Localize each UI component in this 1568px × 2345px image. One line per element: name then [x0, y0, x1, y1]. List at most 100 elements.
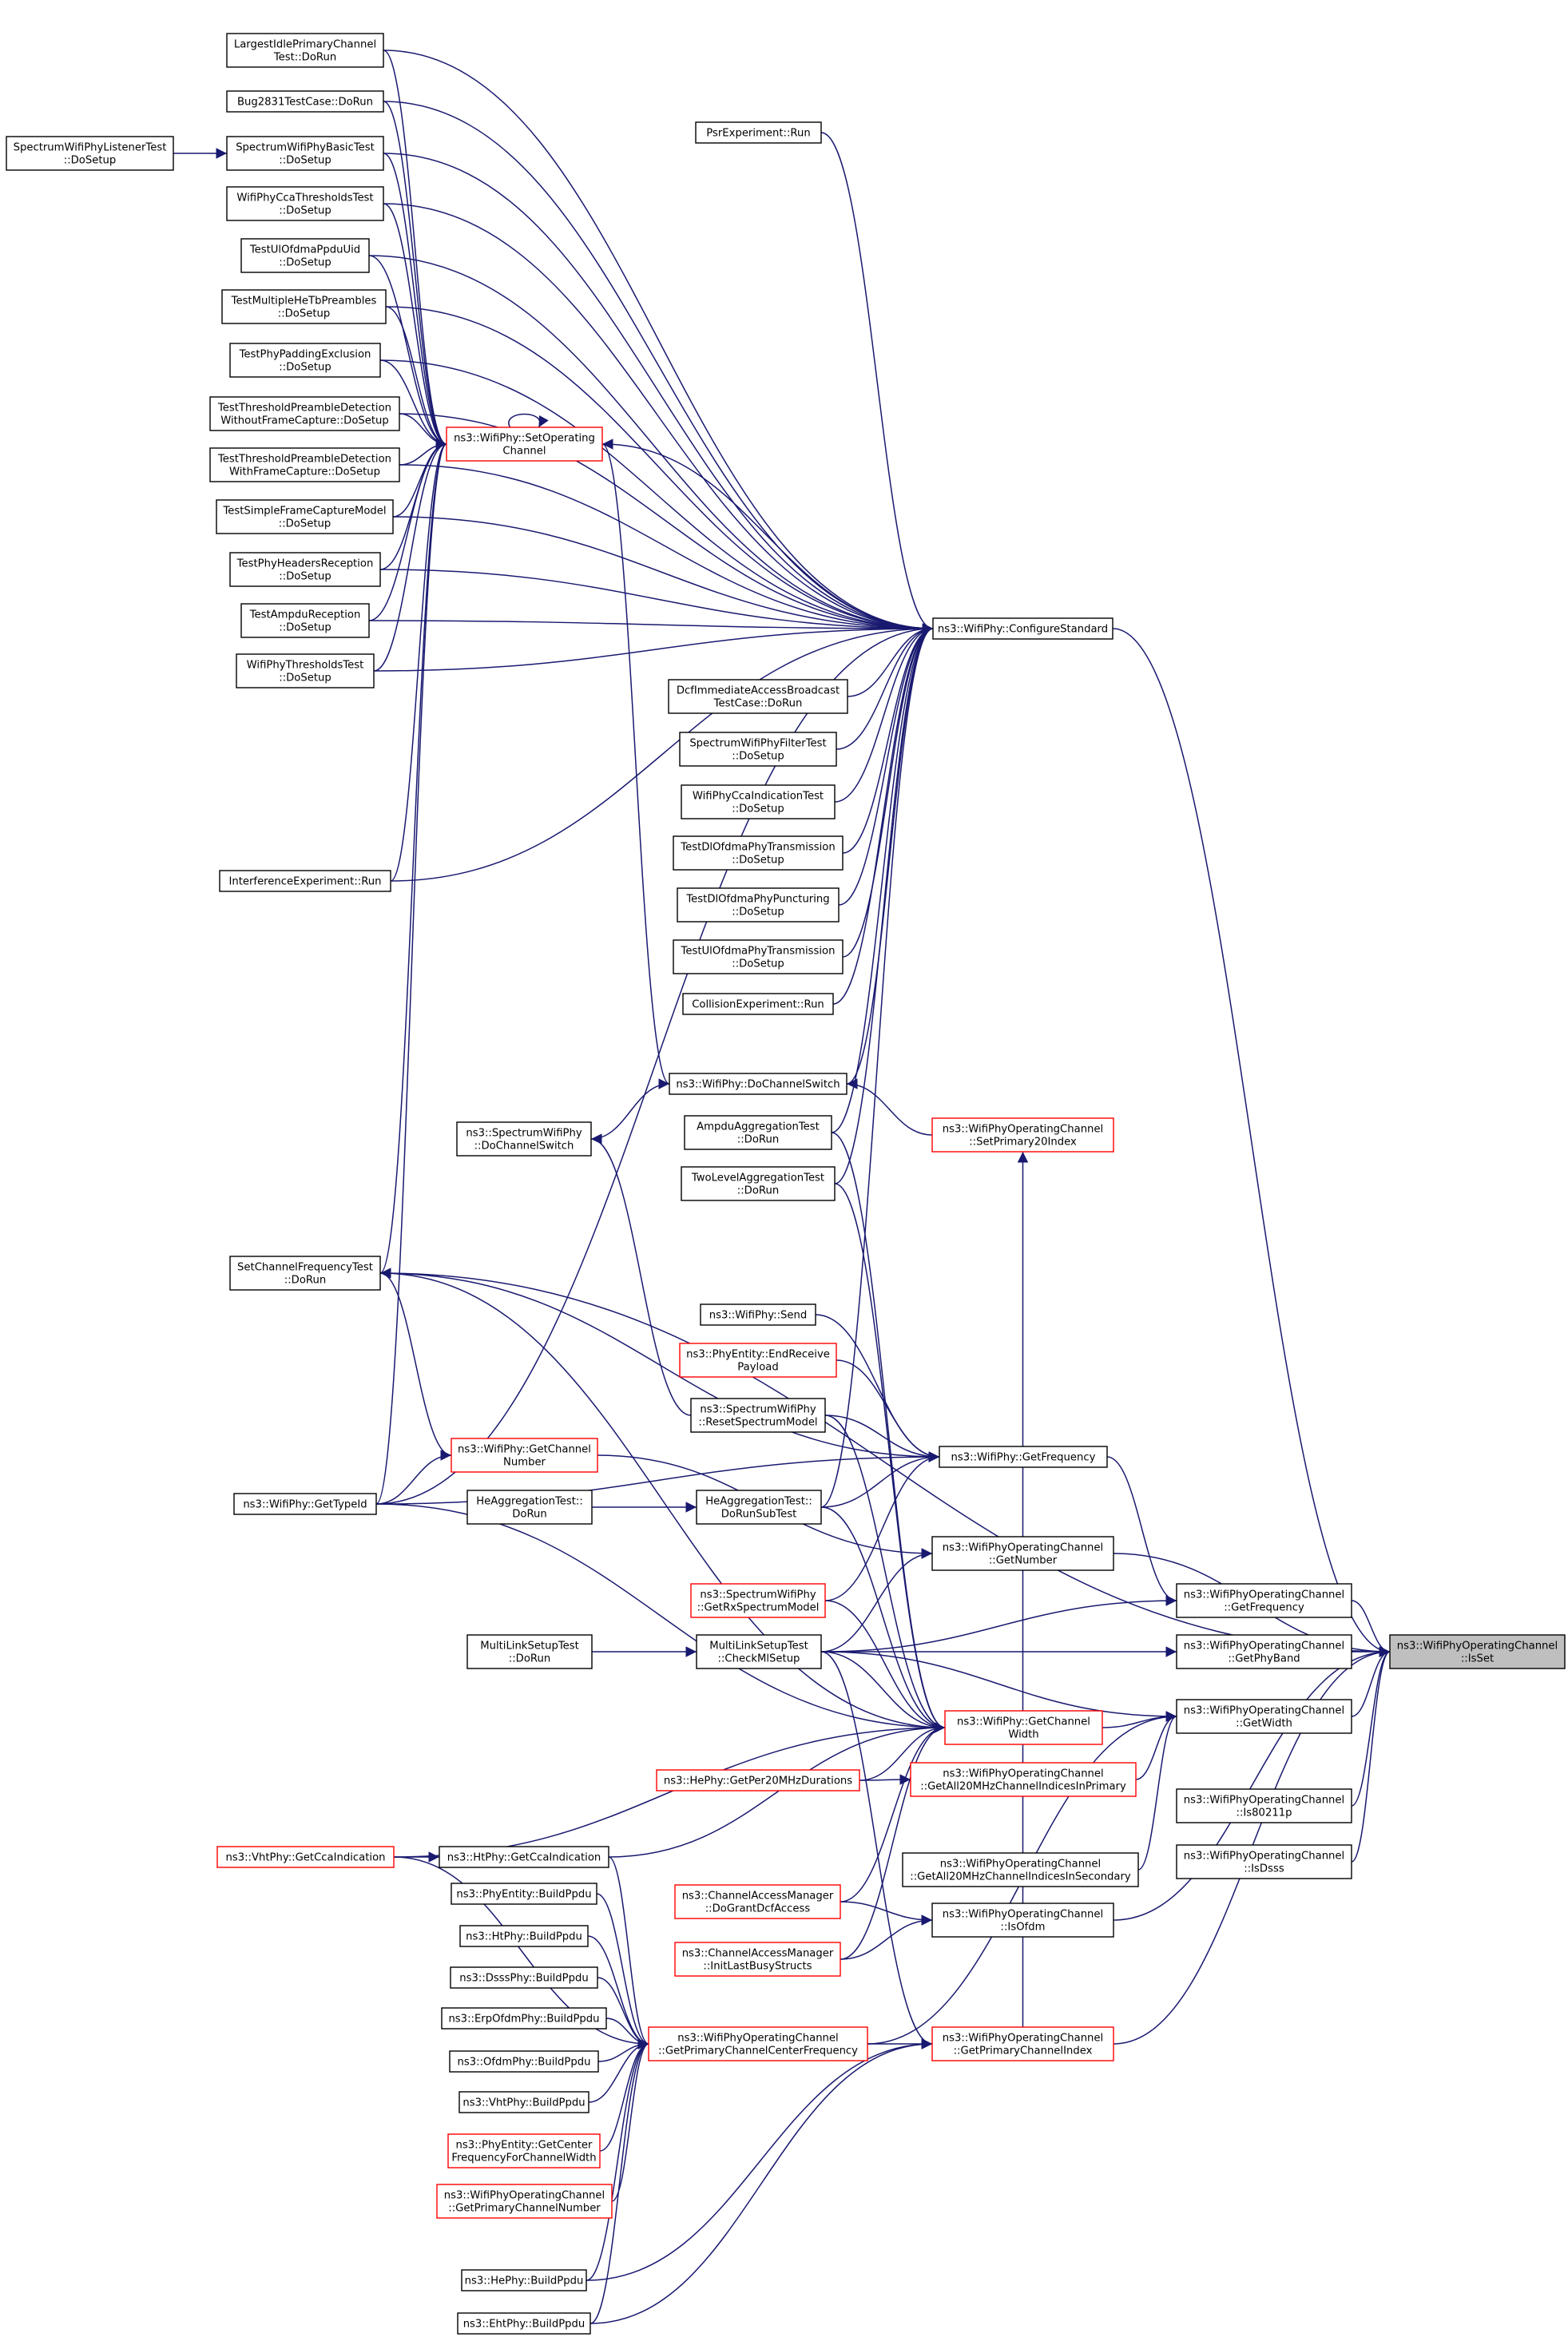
graph-node-vhtb[interactable]: ns3::VhtPhy::BuildPpdu [458, 2091, 589, 2113]
graph-node-getwidth[interactable]: ns3::WifiPhyOperatingChannel::GetWidth [1176, 1699, 1352, 1734]
graph-node-peb[interactable]: ns3::PhyEntity::BuildPpdu [451, 1883, 597, 1905]
graph-node-htb[interactable]: ns3::HtPhy::BuildPpdu [459, 1925, 589, 1947]
graph-node-ampduagg[interactable]: AmpduAggregationTest::DoRun [684, 1115, 832, 1150]
graph-node-thrwith[interactable]: TestThresholdPreambleDetectionWithFrameC… [209, 447, 400, 482]
node-label: TestThresholdPreambleDetection [217, 403, 391, 415]
graph-node-heper20[interactable]: ns3::HePhy::GetPer20MHzDurations [656, 1769, 860, 1791]
graph-node-cam-init[interactable]: ns3::ChannelAccessManager::InitLastBusyS… [674, 1942, 841, 1977]
call-edge [383, 50, 934, 634]
call-edge [385, 306, 934, 634]
node-label: ns3::DsssPhy::BuildPpdu [459, 1973, 588, 1985]
call-edge [834, 623, 934, 803]
graph-node-ampdurx[interactable]: TestAmpduReception::DoSetup [240, 603, 370, 638]
graph-node-swfilter[interactable]: SpectrumWifiPhyFilterTest::DoSetup [679, 732, 837, 767]
graph-node-dlpunct[interactable]: TestDlOfdmaPhyPuncturing::DoSetup [677, 887, 840, 923]
graph-node-ccathr[interactable]: WifiPhyCcaThresholdsTest::DoSetup [226, 186, 384, 221]
graph-node-getall20s[interactable]: ns3::WifiPhyOperatingChannel::GetAll20MH… [902, 1852, 1139, 1887]
graph-node-htcca[interactable]: ns3::HtPhy::GetCcaIndication [439, 1846, 609, 1868]
graph-node-padexcl[interactable]: TestPhyPaddingExclusion::DoSetup [229, 343, 381, 378]
call-edge [824, 1451, 940, 1601]
graph-node-heaggsub[interactable]: HeAggregationTest::DoRunSubTest [696, 1490, 822, 1525]
graph-node-testulofdmuid[interactable]: TestUlOfdmaPpduUid::DoSetup [240, 238, 370, 273]
graph-node-ocgetfreq[interactable]: ns3::WifiPhyOperatingChannel::GetFrequen… [1176, 1583, 1352, 1618]
call-edge [834, 623, 934, 1184]
graph-node-cam-grant[interactable]: ns3::ChannelAccessManager::DoGrantDcfAcc… [674, 1884, 841, 1919]
call-edge [586, 2038, 933, 2281]
call-edge [590, 1078, 670, 1140]
graph-node-heb[interactable]: ns3::HePhy::BuildPpdu [461, 2269, 587, 2291]
node-box [932, 617, 1113, 640]
node-label: ns3::PhyEntity::BuildPpdu [456, 1889, 591, 1901]
node-box [240, 603, 370, 638]
graph-node-resetsm[interactable]: ns3::SpectrumWifiPhy::ResetSpectrumModel [690, 1398, 826, 1433]
graph-node-ccaind[interactable]: WifiPhyCcaIndicationTest::DoSetup [681, 784, 836, 819]
graph-node-multhetb[interactable]: TestMultipleHeTbPreambles::DoSetup [221, 289, 387, 324]
node-label: ns3::WifiPhy::GetChannel [458, 1444, 591, 1456]
graph-node-phyhdr[interactable]: TestPhyHeadersReception::DoSetup [229, 552, 381, 587]
graph-node-is80211p[interactable]: ns3::WifiPhyOperatingChannel::Is80211p [1176, 1788, 1352, 1823]
graph-node-thrwithout[interactable]: TestThresholdPreambleDetectionWithoutFra… [209, 396, 400, 431]
graph-node-getrxsm[interactable]: ns3::SpectrumWifiPhy::GetRxSpectrumModel [690, 1583, 826, 1618]
graph-node-ultx[interactable]: TestUlOfdmaPhyTransmission::DoSetup [673, 939, 844, 974]
graph-node-getpccf[interactable]: ns3::WifiPhyOperatingChannel::GetPrimary… [648, 2026, 868, 2061]
graph-node-wpgetfreq[interactable]: ns3::WifiPhy::GetFrequency [939, 1446, 1108, 1468]
graph-node-setprim20[interactable]: ns3::WifiPhyOperatingChannel::SetPrimary… [931, 1117, 1114, 1153]
graph-node-configstd[interactable]: ns3::WifiPhy::ConfigureStandard [932, 617, 1113, 640]
graph-node-mlsrun[interactable]: MultiLinkSetupTest::DoRun [466, 1634, 593, 1669]
graph-node-vhtcca[interactable]: ns3::VhtPhy::GetCcaIndication [216, 1846, 395, 1868]
graph-node-collision[interactable]: CollisionExperiment::Run [682, 993, 834, 1015]
node-label: TestSimpleFrameCaptureModel [222, 506, 386, 518]
graph-node-heaggrun[interactable]: HeAggregationTest::DoRun [466, 1490, 593, 1525]
graph-node-checkml[interactable]: MultiLinkSetupTest::CheckMlSetup [696, 1634, 822, 1669]
graph-node-isofdm[interactable]: ns3::WifiPhyOperatingChannel::IsOfdm [931, 1903, 1114, 1938]
graph-node-getpci[interactable]: ns3::WifiPhyOperatingChannel::GetPrimary… [931, 2026, 1114, 2061]
call-edge [368, 255, 934, 634]
call-edge [820, 1548, 933, 1653]
node-label: ns3::WifiPhyOperatingChannel [940, 1859, 1101, 1871]
call-edge [379, 438, 447, 1274]
call-edge [1135, 1711, 1177, 1780]
graph-node-ofdmb[interactable]: ns3::OfdmPhy::BuildPpdu [449, 2050, 599, 2073]
graph-node-setchfreq[interactable]: SetChannelFrequencyTest::DoRun [229, 1256, 381, 1291]
graph-node-send[interactable]: ns3::WifiPhy::Send [700, 1303, 816, 1326]
graph-node-dcfimm[interactable]: DcfImmediateAccessBroadcastTestCase::DoR… [668, 679, 848, 714]
graph-node-phythr[interactable]: WifiPhyThresholdsTest::DoSetup [236, 653, 375, 688]
node-label: ::DoGrantDcfAccess [705, 1903, 811, 1915]
node-box [700, 1303, 816, 1326]
node-box [677, 887, 840, 923]
graph-node-swbasic[interactable]: SpectrumWifiPhyBasicTest::DoSetup [226, 136, 384, 171]
graph-node-dsssb[interactable]: ns3::DsssPhy::BuildPpdu [450, 1966, 598, 1989]
graph-node-dochsw[interactable]: ns3::WifiPhy::DoChannelSwitch [669, 1073, 848, 1095]
graph-node-getall20p[interactable]: ns3::WifiPhyOperatingChannel::GetAll20MH… [910, 1762, 1137, 1797]
node-label: TestDlOfdmaPhyTransmission [680, 842, 835, 854]
node-label: TestCase::DoRun [713, 698, 803, 710]
graph-node-erpb[interactable]: ns3::ErpOfdmPhy::BuildPpdu [441, 2007, 607, 2030]
node-box [695, 121, 822, 144]
graph-node-swlistener[interactable]: SpectrumWifiPhyListenerTest::DoSetup [6, 136, 174, 171]
graph-node-isdsss[interactable]: ns3::WifiPhyOperatingChannel::IsDsss [1176, 1844, 1352, 1879]
graph-node-bug2831[interactable]: Bug2831TestCase::DoRun [226, 90, 384, 113]
node-box [1176, 1844, 1352, 1879]
graph-node-simplefc[interactable]: TestSimpleFrameCaptureModel::DoSetup [216, 499, 394, 534]
node-label: DoRun [512, 1509, 547, 1521]
graph-node-interf[interactable]: InterferenceExperiment::Run [219, 870, 391, 892]
graph-node-gettypeid[interactable]: ns3::WifiPhy::GetTypeId [233, 1493, 377, 1515]
graph-node-getnumber[interactable]: ns3::WifiPhyOperatingChannel::GetNumber [931, 1536, 1114, 1571]
node-label: ns3::WifiPhyOperatingChannel [943, 1542, 1103, 1554]
graph-node-pegetcf[interactable]: ns3::PhyEntity::GetCenterFrequencyForCha… [447, 2133, 601, 2168]
graph-node-psr[interactable]: PsrExperiment::Run [695, 121, 822, 144]
graph-node-getphyband[interactable]: ns3::WifiPhyOperatingChannel::GetPhyBand [1176, 1634, 1352, 1669]
node-box [449, 2050, 599, 2073]
graph-node-swdochsw[interactable]: ns3::SpectrumWifiPhy::DoChannelSwitch [456, 1121, 592, 1157]
call-edge [836, 1359, 940, 1462]
node-label: ns3::SpectrumWifiPhy [466, 1128, 582, 1140]
graph-node-getpcn[interactable]: ns3::WifiPhyOperatingChannel::GetPrimary… [436, 2184, 613, 2219]
graph-node-dltx[interactable]: TestDlOfdmaPhyTransmission::DoSetup [673, 835, 844, 871]
graph-node-twolevel[interactable]: TwoLevelAggregationTest::DoRun [681, 1166, 836, 1201]
graph-node-ehtb[interactable]: ns3::EhtPhy::BuildPpdu [457, 2312, 591, 2335]
